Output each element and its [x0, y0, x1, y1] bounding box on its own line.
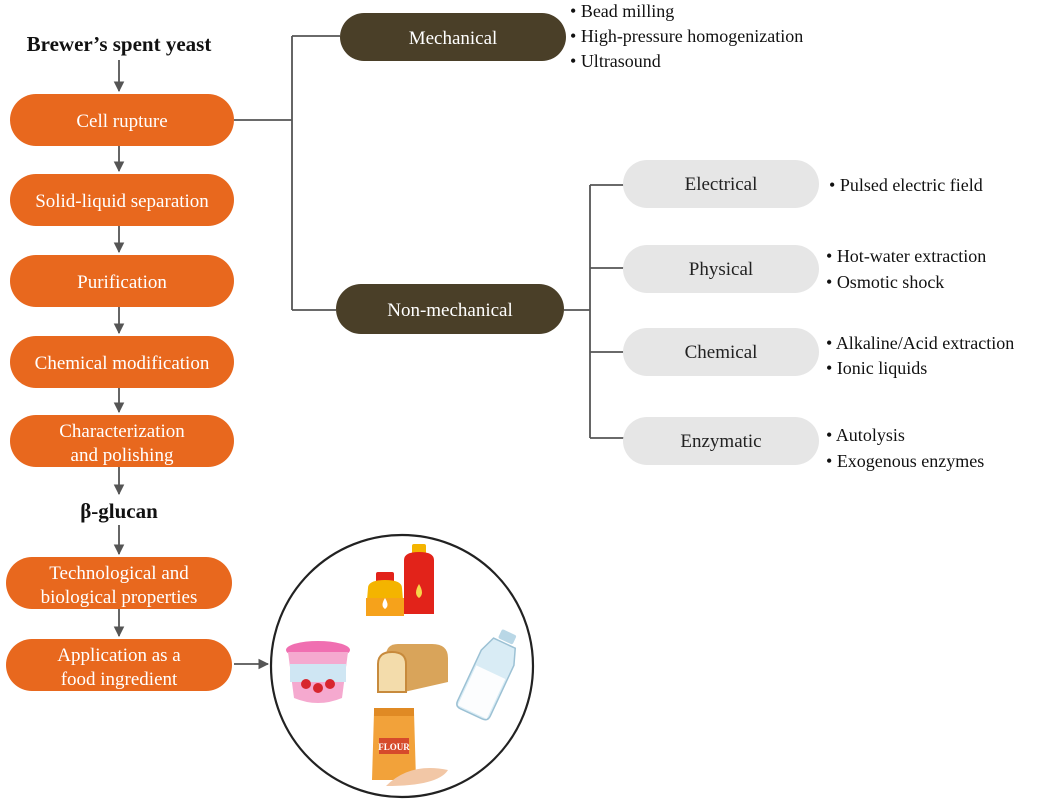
method-exogenous-enzymes: • Exogenous enzymes — [826, 451, 984, 471]
step-application-food-ingredient: Application as a food ingredient — [6, 639, 232, 691]
yogurt-cup-icon — [286, 641, 350, 703]
source-label: Brewer’s spent yeast — [27, 32, 212, 56]
step-chemical-modification: Chemical modification — [10, 336, 234, 388]
subcategory-enzymatic: Enzymatic — [623, 417, 819, 465]
subcategory-shape — [623, 245, 819, 293]
step-characterization-polishing: Characterization and polishing — [10, 415, 234, 467]
step-shape — [6, 639, 232, 691]
category-label: Mechanical — [409, 28, 498, 49]
step-label-line1: Technological and — [49, 563, 189, 584]
step-shape — [10, 174, 234, 226]
step-shape — [6, 557, 232, 609]
step-shape — [10, 94, 234, 146]
method-high-pressure-homogenization: • High-pressure homogenization — [570, 26, 803, 46]
cell-rupture-connectors — [234, 35, 340, 311]
subcategory-label: Enzymatic — [680, 431, 761, 452]
subcategory-chemical: Chemical — [623, 328, 819, 376]
flour-bag-icon: FLOUR — [372, 708, 448, 786]
step-solid-liquid-separation: Solid-liquid separation — [10, 174, 234, 226]
milk-bottle-icon — [456, 629, 517, 721]
food-applications-circle: FLOUR — [269, 533, 535, 799]
subcategory-shape — [623, 160, 819, 208]
subcategory-label: Chemical — [685, 342, 758, 363]
step-label-line2: food ingredient — [61, 669, 178, 690]
flour-bag-text: FLOUR — [378, 742, 410, 752]
method-osmotic-shock: • Osmotic shock — [826, 272, 944, 292]
subcategory-label: Physical — [689, 259, 753, 280]
non-mechanical-connectors — [564, 184, 626, 439]
step-label: Solid-liquid separation — [35, 191, 209, 212]
subcategory-label: Electrical — [685, 174, 758, 195]
step-cell-rupture: Cell rupture — [10, 94, 234, 146]
method-pulsed-electric-field: • Pulsed electric field — [829, 175, 983, 195]
step-label: Chemical modification — [35, 353, 210, 374]
method-ultrasound: • Ultrasound — [570, 51, 661, 71]
subcategory-shape — [623, 417, 819, 465]
step-shape — [10, 336, 234, 388]
bread-loaf-icon — [377, 644, 448, 693]
subcategory-physical: Physical — [623, 245, 819, 293]
category-label: Non-mechanical — [387, 300, 513, 321]
method-bead-milling: • Bead milling — [570, 1, 674, 21]
step-label-line1: Application as a — [57, 645, 181, 666]
step-label-line2: biological properties — [41, 587, 198, 608]
step-purification: Purification — [10, 255, 234, 307]
step-technological-biological-properties: Technological and biological properties — [6, 557, 232, 609]
step-label-line2: and polishing — [71, 445, 174, 466]
mechanical-methods: • Bead milling • High-pressure homogeniz… — [570, 1, 803, 71]
method-hot-water-extraction: • Hot-water extraction — [826, 246, 986, 266]
sauce-bottles-icon — [366, 544, 434, 616]
step-label: Purification — [77, 272, 167, 293]
method-alkaline-acid-extraction: • Alkaline/Acid extraction — [826, 333, 1014, 353]
subcategory-electrical: Electrical — [623, 160, 819, 208]
pipeline-arrows — [113, 60, 270, 670]
category-shape — [336, 284, 564, 334]
step-shape — [10, 255, 234, 307]
category-shape — [340, 13, 566, 61]
product-label: β-glucan — [80, 499, 158, 523]
method-ionic-liquids: • Ionic liquids — [826, 358, 927, 378]
category-non-mechanical: Non-mechanical — [336, 284, 564, 334]
method-autolysis: • Autolysis — [826, 425, 905, 445]
step-shape — [10, 415, 234, 467]
step-label: Cell rupture — [76, 111, 167, 132]
category-mechanical: Mechanical — [340, 13, 566, 61]
step-label-line1: Characterization — [59, 421, 185, 442]
subcategory-shape — [623, 328, 819, 376]
